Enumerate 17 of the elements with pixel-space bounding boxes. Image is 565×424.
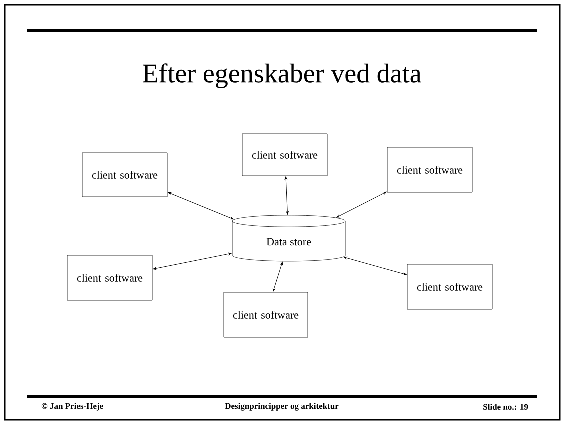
slide-title: Efter egenskaber ved data <box>143 64 422 88</box>
double-arrow <box>168 192 234 220</box>
client-box: client software <box>224 292 308 338</box>
double-arrow <box>153 252 232 270</box>
footer-text: Slide no.: 19 <box>484 404 528 410</box>
database-cylinder: Data store <box>232 215 346 262</box>
client-box: client software <box>242 134 328 176</box>
client-box: client software <box>407 264 493 310</box>
client-box: client software <box>82 152 168 198</box>
footer-text: © Jan Pries-Heje <box>42 403 104 411</box>
footer-text: Designprincipper og arkitektur <box>225 403 339 411</box>
client-box: client software <box>387 147 473 193</box>
double-arrow <box>336 192 387 218</box>
double-arrow <box>344 256 407 276</box>
client-box: client software <box>67 255 153 301</box>
double-arrow <box>272 262 284 292</box>
double-arrow <box>284 176 289 215</box>
